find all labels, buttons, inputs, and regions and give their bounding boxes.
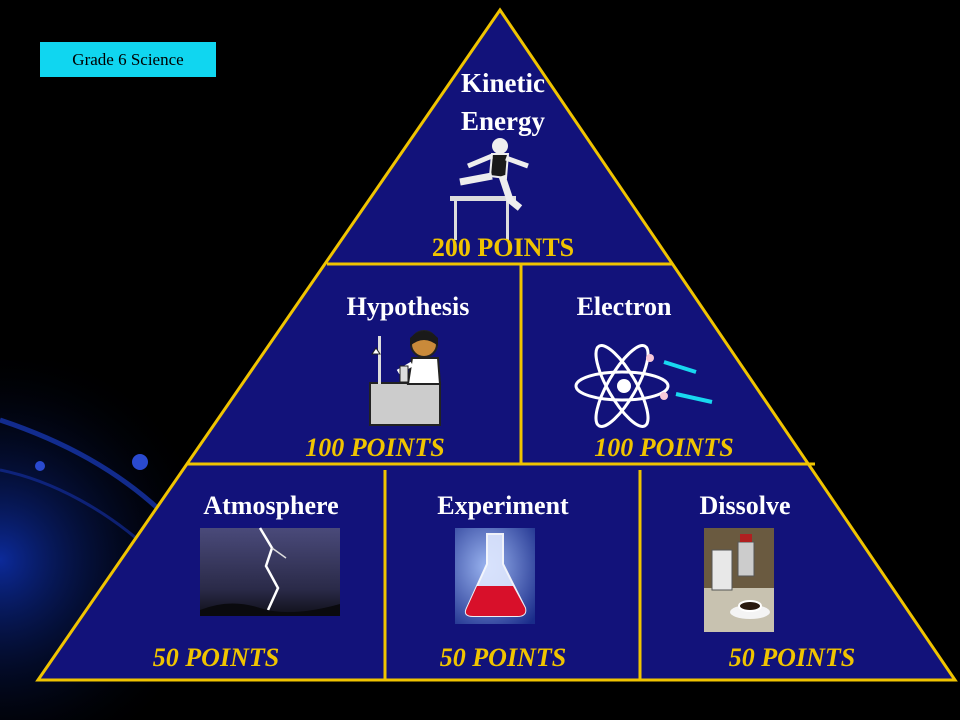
coffee-table-photo xyxy=(704,528,774,632)
topic-experiment: Experiment xyxy=(437,491,569,520)
grade-label: Grade 6 Science xyxy=(40,42,216,77)
points-50-experiment: 50 POINTS xyxy=(439,643,567,672)
topic-line-1: Kinetic xyxy=(461,68,545,98)
topic-dissolve: Dissolve xyxy=(699,491,791,520)
hurdler-icon xyxy=(450,138,529,240)
topic-electron: Electron xyxy=(576,292,672,321)
points-100-hypothesis: 100 POINTS xyxy=(305,433,445,462)
topic-atmosphere: Atmosphere xyxy=(203,491,339,520)
topic-line-2: Energy xyxy=(461,106,545,136)
pyramid-shape xyxy=(35,7,958,682)
scientist-icon xyxy=(369,330,442,426)
topic-hypothesis: Hypothesis xyxy=(346,292,470,321)
points-50-atmosphere: 50 POINTS xyxy=(152,643,280,672)
points-200: 200 POINTS xyxy=(431,233,575,262)
flask-photo xyxy=(455,528,535,624)
points-50-dissolve: 50 POINTS xyxy=(728,643,856,672)
points-100-electron: 100 POINTS xyxy=(594,433,734,462)
atom-icon xyxy=(574,344,713,428)
lightning-photo xyxy=(200,527,340,616)
topic-kinetic-energy: Kinetic Energy xyxy=(461,64,545,140)
pyramid xyxy=(35,7,958,682)
